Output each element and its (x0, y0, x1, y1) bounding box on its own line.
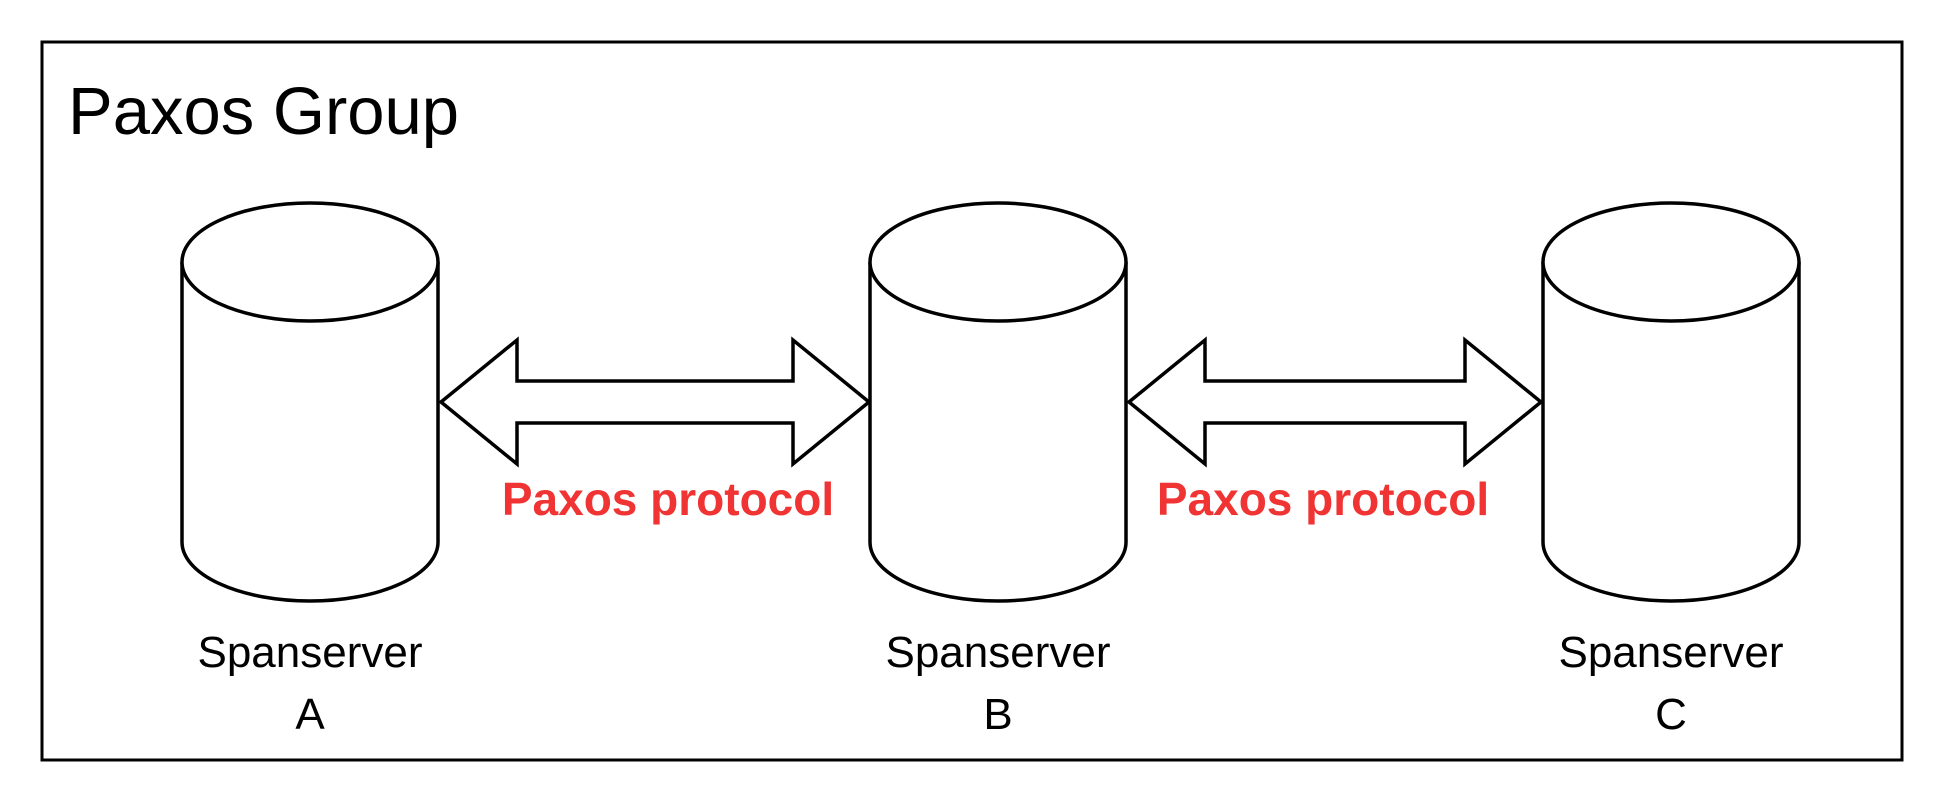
spanserver-a-id: A (295, 690, 325, 739)
spanserver-c-name: Spanserver (1558, 628, 1783, 677)
spanserver-a: Spanserver A (180, 201, 440, 739)
cylinder-top-rim (868, 261, 1128, 323)
spanserver-b: Spanserver B (868, 201, 1128, 739)
double-headed-arrow-icon (1126, 336, 1544, 468)
group-title: Paxos Group (68, 74, 459, 149)
cylinder-top-rim (1541, 261, 1801, 323)
spanserver-a-name: Spanserver (197, 628, 422, 677)
link-a-b-label: Paxos protocol (502, 473, 834, 525)
link-b-c: Paxos protocol (1126, 336, 1544, 525)
spanserver-b-id: B (983, 690, 1012, 739)
spanserver-c-id: C (1655, 690, 1687, 739)
link-b-c-label: Paxos protocol (1157, 473, 1489, 525)
double-headed-arrow-icon (438, 336, 872, 468)
link-a-b: Paxos protocol (438, 336, 872, 525)
spanserver-b-name: Spanserver (885, 628, 1110, 677)
spanserver-c: Spanserver C (1541, 201, 1801, 739)
cylinder-top-rim (180, 261, 440, 323)
